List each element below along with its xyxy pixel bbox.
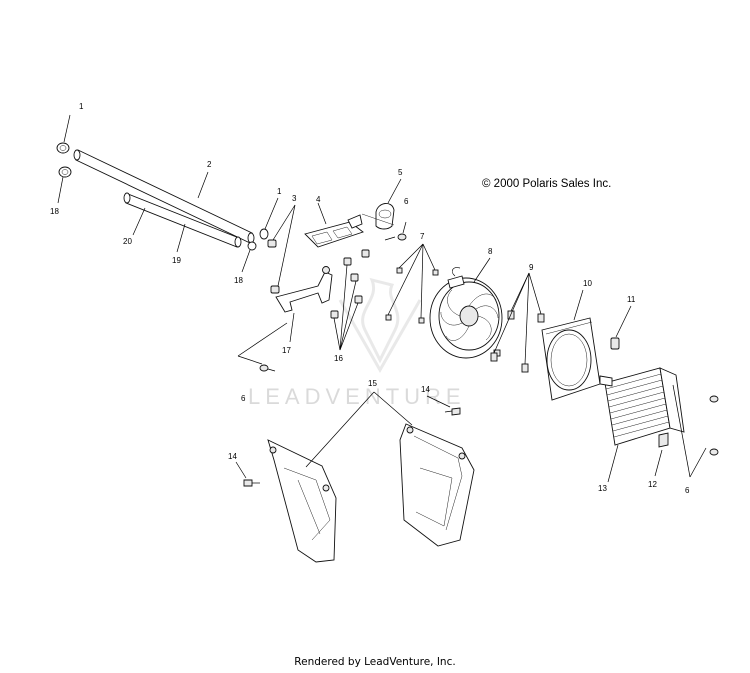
callout-1-right: 1 [277, 187, 282, 196]
callout-numbers: 1 18 2 20 19 1 3 18 4 5 6 7 8 9 10 11 17… [50, 102, 690, 495]
callout-16: 16 [334, 354, 343, 363]
callout-2: 2 [207, 160, 212, 169]
callout-17: 17 [282, 346, 291, 355]
callout-1-left: 1 [79, 102, 84, 111]
screw-part-6-top [384, 221, 407, 241]
callout-12: 12 [648, 480, 657, 489]
callout-8: 8 [488, 247, 493, 256]
side-panel-part-15-right [399, 423, 475, 547]
hose-clamp-part-1-left [56, 114, 71, 154]
callout-14-lower: 14 [228, 452, 237, 461]
callout-19: 19 [172, 256, 181, 265]
cooling-fan-part-8 [429, 257, 503, 359]
watermark-text: LEADVENTURE [248, 384, 466, 409]
callout-5: 5 [398, 168, 403, 177]
callout-18-right: 18 [234, 276, 243, 285]
callout-6-lower-left: 6 [241, 394, 246, 403]
callout-3: 3 [292, 194, 297, 203]
screw-part-7 [385, 243, 439, 324]
radiator-part-13 [599, 367, 685, 483]
callout-4: 4 [316, 195, 321, 204]
callout-18-left: 18 [50, 207, 59, 216]
screw-part-14-upper [426, 395, 461, 416]
screw-part-14-lower [235, 461, 260, 487]
fan-shroud-part-10 [541, 289, 601, 401]
callout-15: 15 [368, 379, 377, 388]
callout-9: 9 [529, 263, 534, 272]
callout-13: 13 [598, 484, 607, 493]
grommet-part-5 [361, 178, 402, 230]
screw-part-6-lower-left [237, 322, 288, 372]
drain-plug-part-12 [654, 432, 669, 477]
callout-11: 11 [627, 295, 636, 304]
coolant-hose-part-2 [73, 149, 255, 244]
bracket-part-4 [304, 202, 364, 248]
fastener-part-16 [330, 249, 370, 351]
callout-leader-part-15 [305, 391, 413, 468]
coolant-hose-part-19 [123, 192, 242, 253]
rendered-by-footer: Rendered by LeadVenture, Inc. [294, 656, 456, 668]
hose-clamp-part-18-right [241, 241, 257, 273]
hose-clamp-part-18-left [57, 166, 72, 204]
callout-7: 7 [420, 232, 425, 241]
hose-clamp-part-1-right [259, 197, 279, 240]
screw-part-6-right [672, 384, 719, 478]
fitting-part-11 [610, 305, 632, 350]
side-panel-part-15-left [267, 439, 337, 563]
leadventure-watermark-logo [338, 277, 422, 374]
callout-14-upper: 14 [421, 385, 430, 394]
fastener-part-9 [490, 272, 545, 373]
callout-10: 10 [583, 279, 592, 288]
nut-part-3 [267, 204, 296, 294]
callout-20: 20 [123, 237, 132, 246]
callout-6-top: 6 [404, 197, 409, 206]
mounting-bracket-part-17 [275, 266, 333, 343]
callout-6-right: 6 [685, 486, 690, 495]
copyright-notice: © 2000 Polaris Sales Inc. [482, 178, 612, 190]
